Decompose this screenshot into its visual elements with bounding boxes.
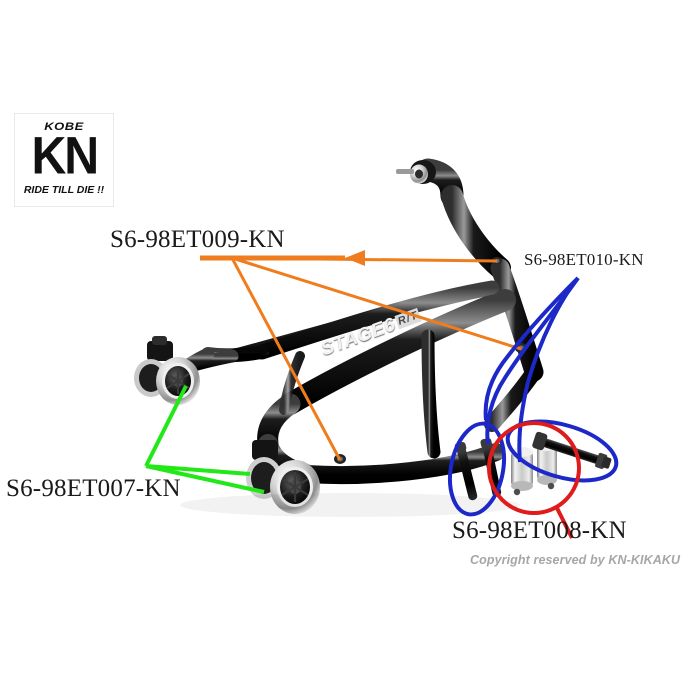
callout-label-et010: S6-98ET010-KN — [524, 250, 644, 269]
callout-label-et008: S6-98ET008-KN — [452, 517, 627, 544]
callout-et007-marker — [144, 385, 265, 494]
part-spool-left — [511, 447, 533, 496]
callout-label-et007: S6-98ET007-KN — [6, 475, 181, 502]
callout-label-et009: S6-98ET009-KN — [110, 226, 285, 253]
part-long-bolt — [532, 431, 612, 469]
callout-et009-marker — [200, 250, 522, 461]
logo-kn-text: KN — [31, 125, 99, 185]
logo-tagline-text: RIDE TILL DIE !! — [23, 184, 105, 196]
callout-et010-marker — [448, 276, 619, 517]
copyright-notice: Copyright reserved by KN-KIKAKU — [470, 553, 681, 567]
caster-wheel-rear — [134, 336, 200, 405]
kn-brand-logo: KOBE KN RIDE TILL DIE !! — [14, 113, 114, 207]
callout-et008-marker — [487, 421, 581, 539]
logo-kobe-text: KOBE — [44, 120, 84, 133]
